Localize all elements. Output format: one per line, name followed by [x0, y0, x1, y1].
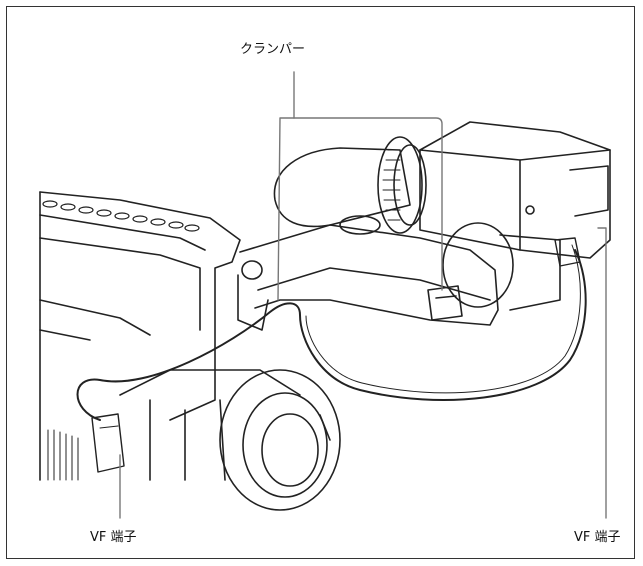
viewfinder: [273, 121, 611, 311]
clamper-label: クランパー: [240, 42, 306, 57]
lens: [119, 369, 341, 511]
camera-body: [39, 191, 241, 481]
vf-connector-label-right: VF 端子: [574, 530, 621, 545]
vf-connector-label-left: VF 端子: [90, 530, 137, 545]
mount-arm: [237, 224, 499, 331]
vf-cable: [76, 237, 587, 473]
diagram-frame: [6, 6, 635, 559]
leader-lines: [119, 71, 607, 519]
